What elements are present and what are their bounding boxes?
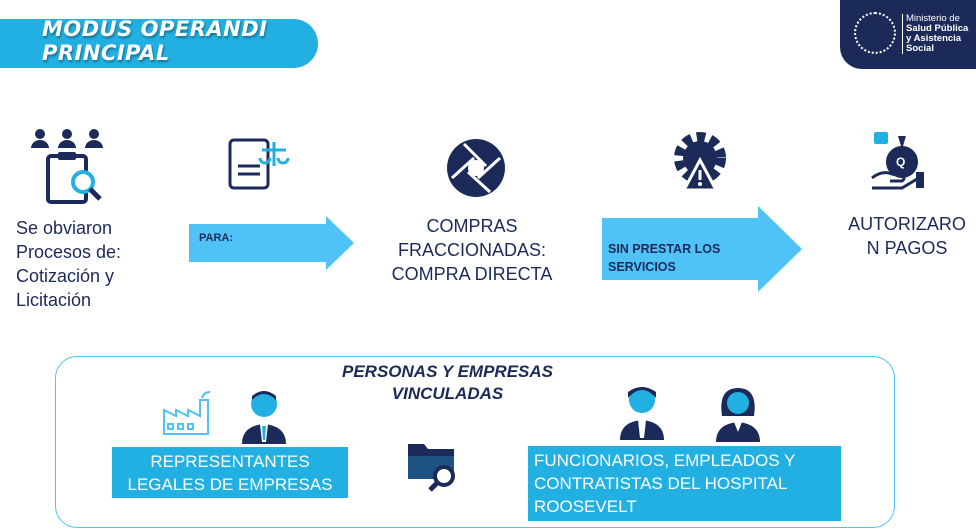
folder-search-icon <box>406 436 462 492</box>
page-title: MODUS OPERANDI PRINCIPAL <box>42 17 268 65</box>
svg-text:Q: Q <box>896 155 905 169</box>
ministry-logo: Ministerio de Salud Pública y Asistencia… <box>840 0 976 69</box>
step-fractioned-purchases: COMPRAS FRACCIONADAS: COMPRA DIRECTA <box>391 216 553 284</box>
linked-parties-panel <box>55 356 895 528</box>
money-bag-hand-icon: Q <box>868 126 928 192</box>
guatemala-seal-icon <box>854 12 896 54</box>
female-official-icon <box>714 386 762 442</box>
gear-warning-icon <box>672 130 730 194</box>
legal-scroll-scale-icon <box>222 136 292 192</box>
arrow-para: PARA: <box>189 216 354 270</box>
aperture-icon <box>446 138 506 198</box>
step-obviated-processes: Se obviaron Procesos de: Cotización y Li… <box>16 218 122 310</box>
arrow-without-services: SIN PRESTAR LOS SERVICIOS <box>602 206 802 292</box>
hospital-staff-label: FUNCIONARIOS, EMPLEADOS Y CONTRATISTAS D… <box>528 446 841 521</box>
factory-icon <box>162 390 212 436</box>
company-legal-reps-label: REPRESENTANTES LEGALES DE EMPRESAS <box>112 447 348 498</box>
linked-parties-title: PERSONAS Y EMPRESAS VINCULADAS <box>342 362 553 403</box>
businessman-icon <box>240 388 288 444</box>
people-clipboard-icon <box>28 126 106 206</box>
step-authorized-payments: AUTORIZARO N PAGOS <box>848 214 966 258</box>
male-official-icon <box>618 384 666 440</box>
title-banner: MODUS OPERANDI PRINCIPAL <box>0 17 318 68</box>
